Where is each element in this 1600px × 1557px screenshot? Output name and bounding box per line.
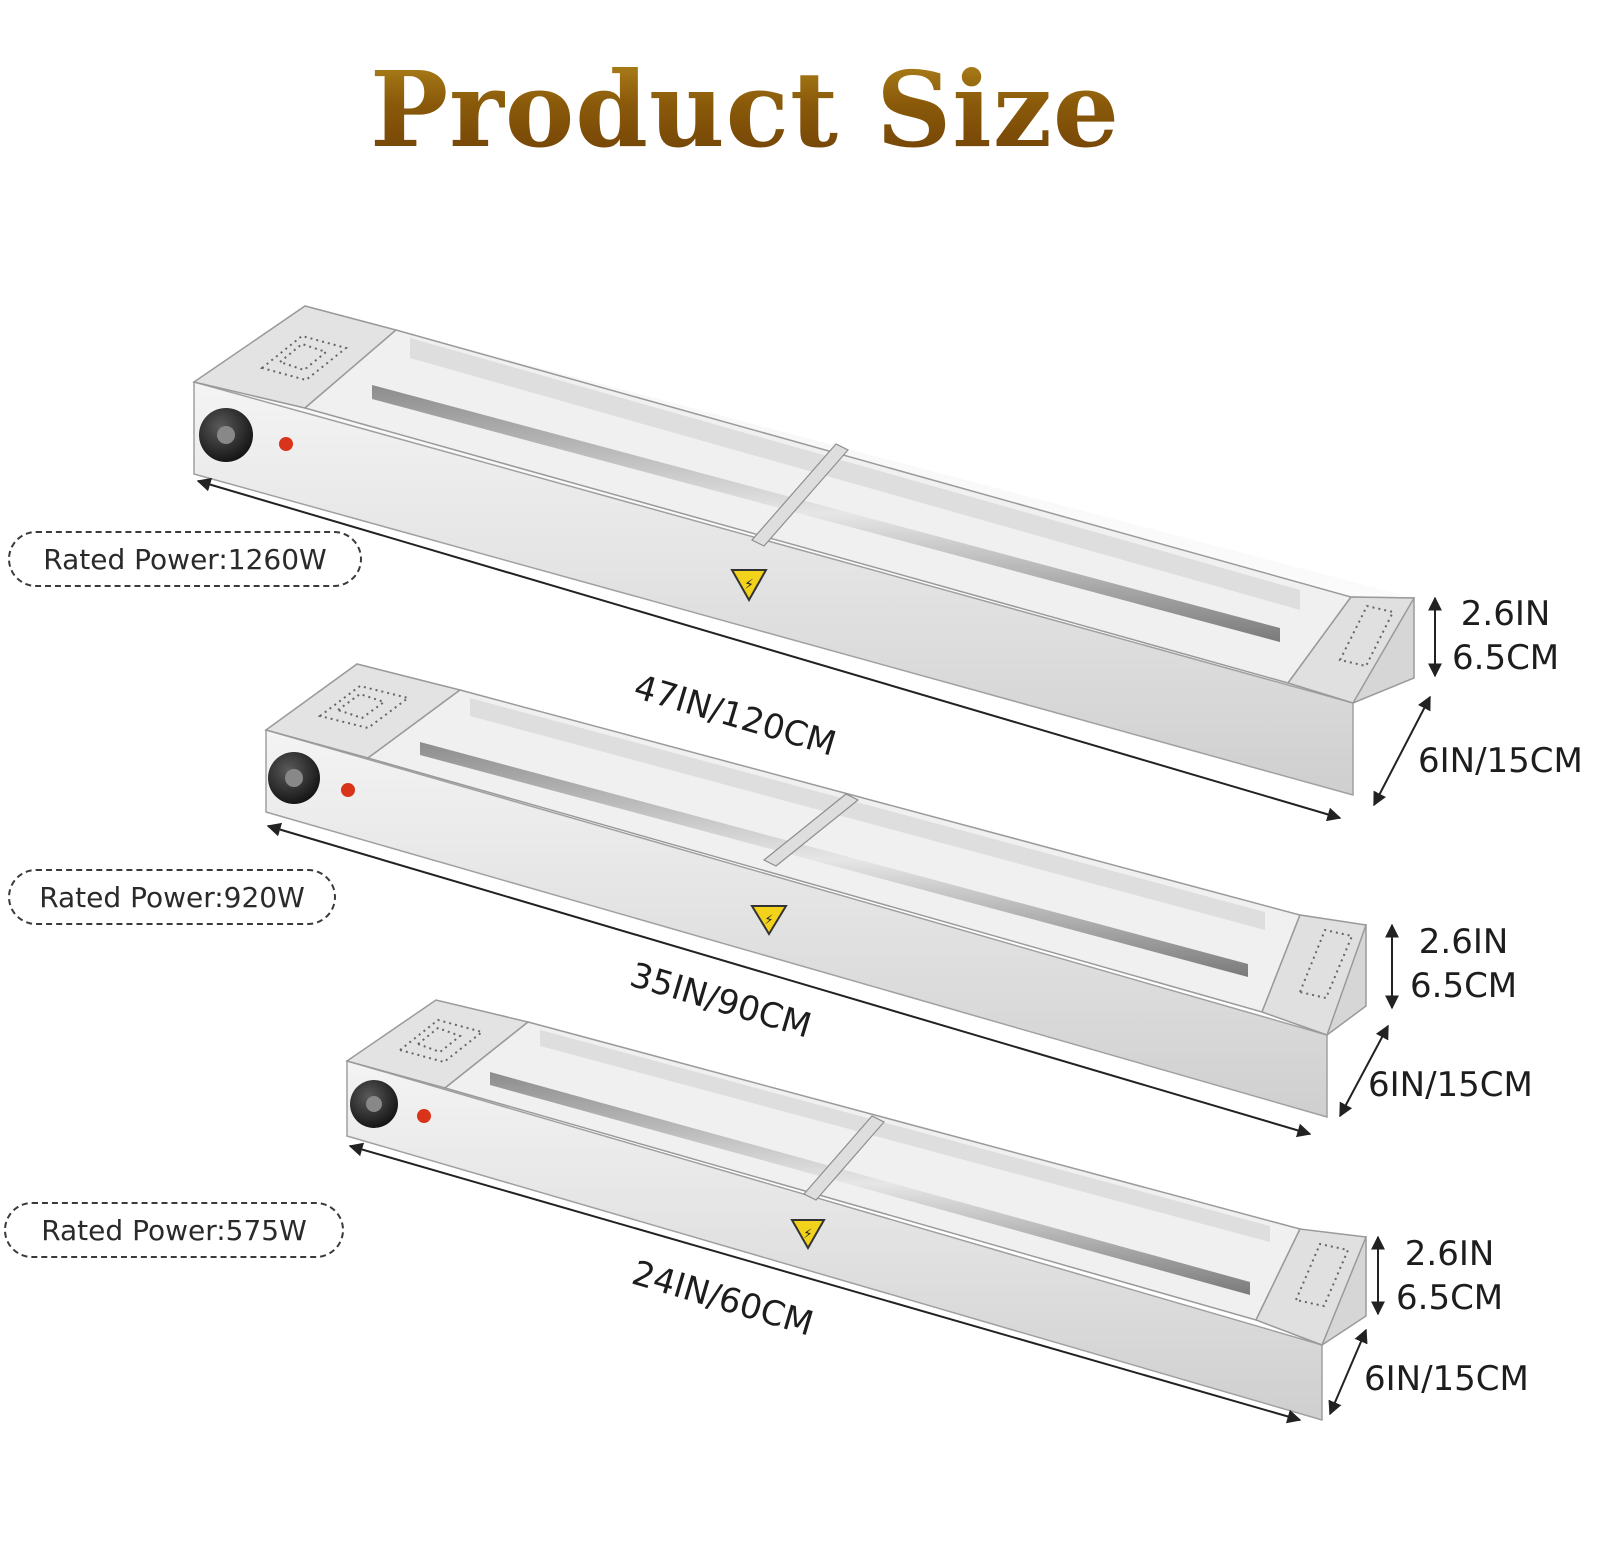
warmer-unit-3: ⚡	[345, 999, 1385, 1424]
page-title: Product Size	[0, 48, 1600, 171]
depth-arrow-2	[1339, 1024, 1389, 1118]
indicator-light-icon	[417, 1109, 431, 1123]
rated-power-label-1: Rated Power:1260W	[8, 531, 362, 587]
depth-arrow-1	[1373, 695, 1431, 807]
indicator-light-icon	[279, 437, 293, 451]
depth-arrow-3	[1328, 1328, 1368, 1416]
svg-text:⚡: ⚡	[803, 1227, 812, 1242]
height-in-3: 2.6IN	[1404, 1234, 1495, 1274]
height-in-2: 2.6IN	[1418, 922, 1509, 962]
height-cm-3: 6.5CM	[1396, 1278, 1504, 1318]
height-cm-2: 6.5CM	[1410, 966, 1518, 1006]
height-in-1: 2.6IN	[1460, 594, 1551, 634]
svg-text:⚡: ⚡	[744, 577, 754, 593]
depth-label-2: 6IN/15CM	[1368, 1065, 1533, 1105]
depth-label-1: 6IN/15CM	[1418, 741, 1583, 781]
length-arrow-3	[348, 1142, 1302, 1424]
length-arrow-2	[266, 822, 1312, 1138]
svg-text:⚡: ⚡	[764, 913, 773, 928]
warmer-unit-1: ⚡	[192, 305, 1442, 822]
warmer-unit-2: ⚡	[264, 663, 1399, 1138]
height-cm-1: 6.5CM	[1452, 638, 1560, 678]
indicator-light-icon	[341, 783, 355, 797]
rated-power-label-2: Rated Power:920W	[8, 869, 336, 925]
height-label-2: 2.6IN 6.5CM	[1410, 920, 1517, 1008]
depth-label-3: 6IN/15CM	[1364, 1359, 1529, 1399]
rated-power-label-3: Rated Power:575W	[4, 1202, 344, 1258]
height-label-3: 2.6IN 6.5CM	[1396, 1232, 1503, 1320]
height-label-1: 2.6IN 6.5CM	[1452, 592, 1559, 680]
length-arrow-1	[196, 477, 1342, 822]
